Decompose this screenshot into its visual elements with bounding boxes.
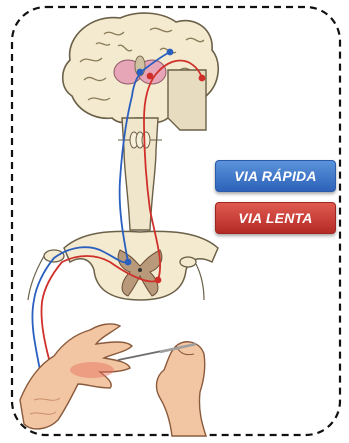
- hand-illustration: [20, 324, 132, 429]
- hand-with-needle: [118, 342, 206, 436]
- spinal-cord-section: [28, 231, 218, 300]
- slow-pathway-badge: VIA LENTA: [215, 202, 336, 234]
- fast-pathway-badge: VIA RÁPIDA: [215, 160, 336, 192]
